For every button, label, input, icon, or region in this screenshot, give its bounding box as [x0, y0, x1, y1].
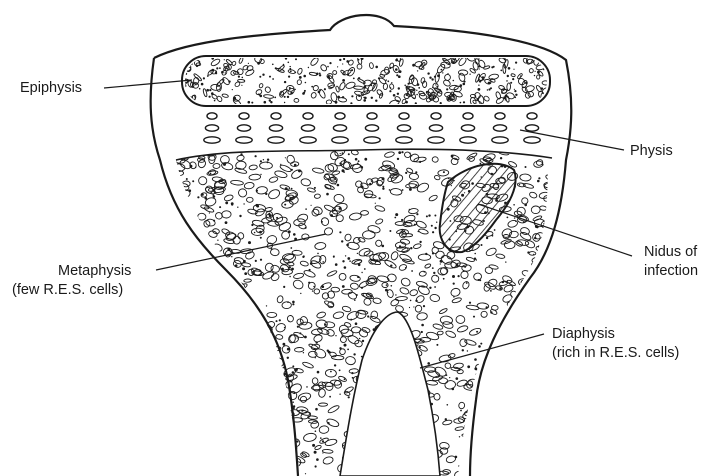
epiphysis-leader — [104, 80, 192, 88]
metaphysis-label-line1: Metaphysis — [58, 262, 131, 280]
epiphysis-texture — [181, 55, 550, 108]
diaphysis-leader — [420, 334, 544, 368]
metaphysis-label-line2: (few R.E.S. cells) — [12, 281, 123, 299]
nidus-leader — [478, 204, 632, 256]
nidus-label-line1: Nidus of — [644, 243, 697, 261]
physis-boundary — [176, 149, 552, 160]
diaphysis-label-line2: (rich in R.E.S. cells) — [552, 344, 679, 362]
diaphysis-label-line1: Diaphysis — [552, 325, 615, 343]
nidus-label-line2: infection — [644, 262, 698, 280]
physis-cells — [204, 113, 540, 143]
nidus-of-infection — [440, 164, 516, 252]
epiphysis-label: Epiphysis — [20, 79, 82, 97]
physis-label: Physis — [630, 142, 673, 160]
physis-leader — [520, 130, 624, 150]
